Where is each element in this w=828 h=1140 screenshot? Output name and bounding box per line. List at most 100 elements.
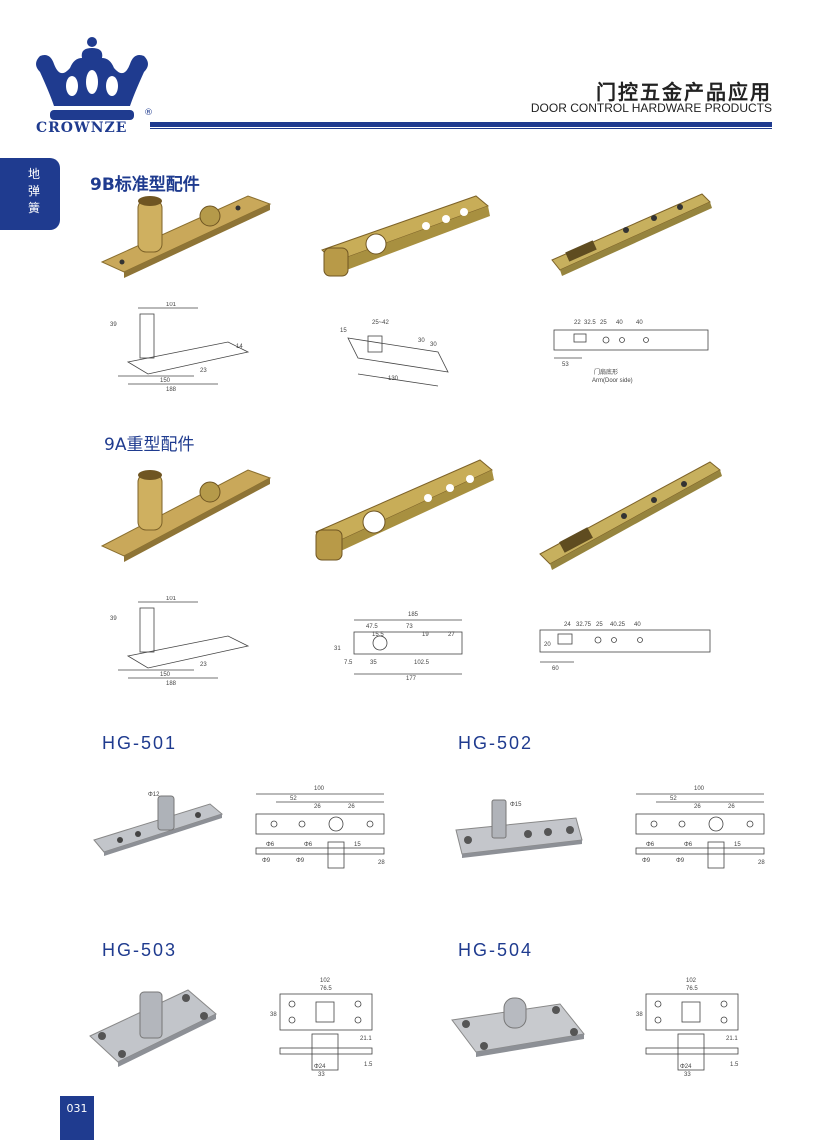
dim-label: 177 xyxy=(406,676,417,682)
dim-label: 76.5 xyxy=(686,986,698,992)
dim-label: 102 xyxy=(320,978,331,984)
dim-label: Φ24 xyxy=(680,1064,692,1070)
dim-label: 188 xyxy=(166,387,177,392)
dim-label: 15 xyxy=(340,328,347,334)
dim-label: 40 xyxy=(634,622,641,628)
dim-label: Φ9 xyxy=(296,858,305,864)
dim-label: 60 xyxy=(552,666,559,672)
dim-label: 40 xyxy=(616,320,623,326)
model-label-hg501: HG-501 xyxy=(102,733,178,753)
dim-label: 38 xyxy=(636,1012,643,1018)
dim-label: 185 xyxy=(408,612,419,618)
std-arm-drawing: 25~42 15 30 30 130 xyxy=(340,320,449,387)
dim-label: 32.75 xyxy=(576,622,592,628)
dim-label: 1.5 xyxy=(730,1062,739,1068)
dim-label: Φ6 xyxy=(684,842,693,848)
dim-label: 30 xyxy=(418,338,425,344)
std-armrail-drawing: 22 32.5 25 40 40 53 门扇底形 Arm(Door side) xyxy=(553,320,709,384)
dim-label: 32.5 xyxy=(584,320,596,326)
hg503-drawing: 102 76.5 38 21.1 1.5 Φ24 33 xyxy=(270,978,373,1078)
dim-label: 102.5 xyxy=(414,660,430,666)
side-category-tab: 地弹簧 xyxy=(0,158,60,230)
page-number: 031 xyxy=(66,1102,88,1115)
dim-label: 188 xyxy=(166,681,177,686)
dim-label: Φ9 xyxy=(676,858,685,864)
hg502-photo: Φ15 xyxy=(455,799,583,858)
model-label-hg503: HG-503 xyxy=(102,940,178,960)
dim-label: 38 xyxy=(270,1012,277,1018)
std-pivot-photo xyxy=(100,195,272,278)
page-number-tab: 031 xyxy=(60,1096,94,1140)
page-title-cn: 门控五金产品应用 xyxy=(596,80,772,104)
dim-label: 35 xyxy=(370,660,377,666)
dim-label: 28 xyxy=(758,860,765,866)
dim-label: 52 xyxy=(290,796,297,802)
dim-label: 14 xyxy=(236,344,243,350)
hvy-pivot-drawing: 101 150 188 39 23 xyxy=(110,596,250,686)
dim-label: 26 xyxy=(314,804,321,810)
dim-label: 40.25 xyxy=(610,622,626,628)
crown-logo-icon xyxy=(36,37,148,120)
dim-label: 23 xyxy=(200,368,207,374)
dim-label: 26 xyxy=(348,804,355,810)
dim-label: 15 xyxy=(354,842,361,848)
dim-label: 40 xyxy=(636,320,643,326)
hg501-photo: Φ12 xyxy=(93,792,224,856)
dim-label: 150 xyxy=(160,672,171,678)
dim-label: Φ12 xyxy=(148,792,160,798)
dim-label: 100 xyxy=(314,786,325,792)
dim-label: 33 xyxy=(684,1072,691,1078)
dim-label: 31 xyxy=(334,646,341,652)
hg501-drawing: 100 52 26 26 Φ6 Φ6 Φ9 Φ9 15 28 xyxy=(255,786,385,869)
dim-label: Φ24 xyxy=(314,1064,326,1070)
dim-label: 22 xyxy=(574,320,581,326)
dim-label: 28 xyxy=(378,860,385,866)
dim-label: Φ9 xyxy=(262,858,271,864)
hg503-photo xyxy=(89,989,217,1067)
hg504-drawing: 102 76.5 38 21.1 1.5 Φ24 33 xyxy=(636,978,739,1078)
dim-label: 30 xyxy=(430,342,437,348)
dim-label: 25 xyxy=(600,320,607,326)
dim-label: 47.5 xyxy=(366,624,378,630)
dim-label: 21.1 xyxy=(726,1036,738,1042)
dim-label: 15 xyxy=(734,842,741,848)
model-label-hg502: HG-502 xyxy=(458,733,534,753)
dim-label: Φ6 xyxy=(646,842,655,848)
hvy-armrail-photo xyxy=(539,461,722,570)
dim-label: 26 xyxy=(694,804,701,810)
dim-label: 150 xyxy=(160,378,171,384)
dim-label: 25~42 xyxy=(372,320,390,326)
dim-label: 7.5 xyxy=(344,660,353,666)
dim-label: Φ9 xyxy=(642,858,651,864)
std-pivot-drawing: 101 150 188 39 23 14 xyxy=(110,302,250,392)
dim-label: 102 xyxy=(686,978,697,984)
dim-label: 23 xyxy=(200,662,207,668)
dim-label: 73 xyxy=(406,624,413,630)
dim-label: 26 xyxy=(728,804,735,810)
drawing-note-en: Arm(Door side) xyxy=(592,378,633,384)
side-category-label: 地弹簧 xyxy=(27,167,40,215)
hvy-arm-photo xyxy=(315,459,494,561)
dim-label: 21.1 xyxy=(360,1036,372,1042)
dim-label: 25 xyxy=(596,622,603,628)
dim-label: 100 xyxy=(694,786,705,792)
registered-mark: ® xyxy=(144,108,153,118)
drawing-note-cn: 门扇底形 xyxy=(594,368,618,376)
dim-label: 24 xyxy=(564,622,571,628)
hg504-photo xyxy=(451,997,585,1057)
hg502-drawing: 100 52 26 26 Φ6 Φ6 Φ9 Φ9 15 28 xyxy=(635,786,765,869)
section-title-standard: 9B标准型配件 xyxy=(90,175,200,195)
header-rule xyxy=(150,122,772,127)
brand-name: CROWNZE xyxy=(36,120,128,136)
section-title-heavy: 9A重型配件 xyxy=(104,435,195,455)
std-arm-photo xyxy=(321,195,490,277)
model-label-hg504: HG-504 xyxy=(458,940,534,960)
dim-label: 39 xyxy=(110,322,117,328)
dim-label: 101 xyxy=(166,302,177,308)
hvy-arm-drawing: 185 47.5 73 15.5 19 27 31 7.5 35 102.5 1… xyxy=(334,612,463,682)
dim-label: 76.5 xyxy=(320,986,332,992)
dim-label: 130 xyxy=(388,376,399,382)
dim-label: 19 xyxy=(422,632,429,638)
dim-label: 1.5 xyxy=(364,1062,373,1068)
dim-label: 20 xyxy=(544,642,551,648)
